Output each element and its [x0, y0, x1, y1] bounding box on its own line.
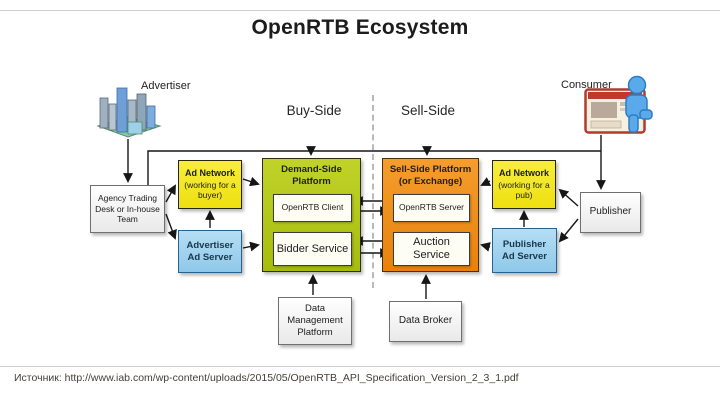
node-sell-side-platform: Sell-Side Platform (or Exchange) OpenRTB… — [382, 158, 479, 272]
node-advertiser-ad-server: Advertiser Ad Server — [178, 230, 242, 273]
consumer-label: Consumer — [561, 79, 612, 91]
node-data-management-platform: Data Management Platform — [278, 297, 352, 345]
node-label: Agency Trading Desk or In-house Team — [95, 193, 160, 225]
node-demand-side-platform: Demand-Side Platform OpenRTB Client Bidd… — [262, 158, 361, 272]
node-subtitle: (working for a buyer) — [184, 179, 236, 201]
source-citation: Источник: http://www.iab.com/wp-content/… — [14, 372, 519, 384]
node-label: Advertiser Ad Server — [186, 239, 234, 263]
node-publisher: Publisher — [580, 192, 641, 233]
node-ad-network-buyer: Ad Network (working for a buyer) — [178, 160, 242, 209]
node-label: OpenRTB Client — [281, 202, 344, 213]
node-label: Auction Service — [413, 236, 450, 261]
buy-side-label: Buy-Side — [286, 103, 342, 118]
node-label: Publisher — [589, 206, 632, 218]
consumer-person-icon — [625, 75, 653, 133]
node-ad-network-pub: Ad Network (working for a pub) — [492, 160, 556, 209]
node-label: Publisher Ad Server — [502, 238, 547, 262]
node-title: Ad Network — [184, 168, 235, 179]
node-label: Data Broker — [398, 315, 453, 327]
node-openrtb-server: OpenRTB Server — [393, 194, 470, 222]
platform-title: Demand-Side Platform — [281, 164, 342, 187]
node-openrtb-client: OpenRTB Client — [273, 194, 352, 222]
node-data-broker: Data Broker — [389, 301, 462, 342]
sell-side-label: Sell-Side — [400, 103, 456, 118]
office-buildings-icon — [96, 87, 162, 138]
page-title: OpenRTB Ecosystem — [251, 16, 469, 39]
slide-top-edge — [0, 10, 720, 11]
buy-sell-divider-line — [372, 95, 374, 288]
advertiser-label: Advertiser — [141, 80, 191, 92]
node-label: Bidder Service — [276, 242, 349, 255]
node-subtitle: (working for a pub) — [498, 179, 550, 201]
node-label: Data Management Platform — [287, 303, 343, 338]
node-label: OpenRTB Server — [398, 202, 465, 213]
slide-bottom-edge — [0, 366, 720, 367]
platform-title: Sell-Side Platform (or Exchange) — [389, 164, 472, 187]
node-publisher-ad-server: Publisher Ad Server — [492, 228, 557, 273]
node-auction-service: Auction Service — [393, 232, 470, 266]
node-title: Ad Network — [498, 168, 549, 179]
node-bidder-service: Bidder Service — [273, 232, 352, 266]
node-agency-trading-desk: Agency Trading Desk or In-house Team — [90, 185, 165, 233]
